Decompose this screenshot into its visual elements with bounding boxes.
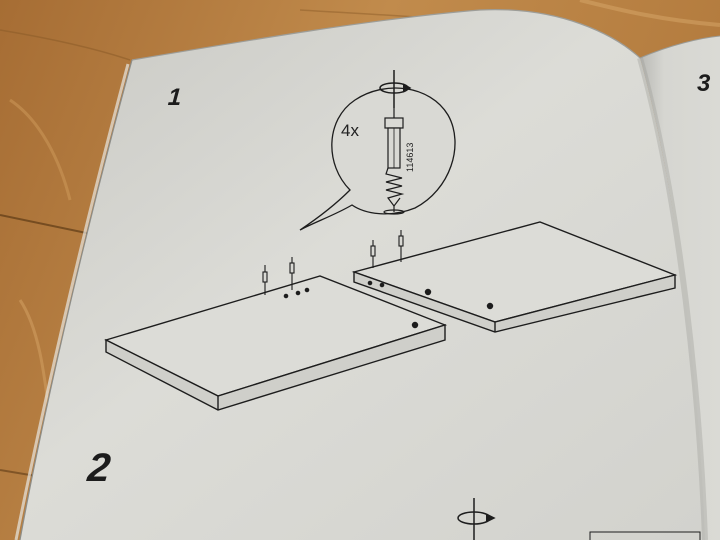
dowel-quantity-label: 4x bbox=[341, 121, 359, 140]
rotate-screwdriver-icon bbox=[379, 70, 412, 108]
step-3-number: 3 bbox=[697, 70, 711, 97]
shelf-panel bbox=[351, 221, 678, 333]
dowel-screw-icon bbox=[383, 108, 405, 215]
shelf-panel bbox=[104, 275, 448, 411]
step-1-number: 1 bbox=[167, 84, 183, 111]
right-page bbox=[639, 35, 720, 540]
dowel-screw-icon bbox=[262, 230, 404, 295]
rotate-screwdriver-icon bbox=[457, 498, 496, 540]
dowel-part-number: 114613 bbox=[405, 142, 415, 172]
step2-box-edge bbox=[589, 531, 701, 540]
dowel-callout bbox=[299, 87, 456, 231]
step-2-number: 2 bbox=[85, 446, 113, 490]
